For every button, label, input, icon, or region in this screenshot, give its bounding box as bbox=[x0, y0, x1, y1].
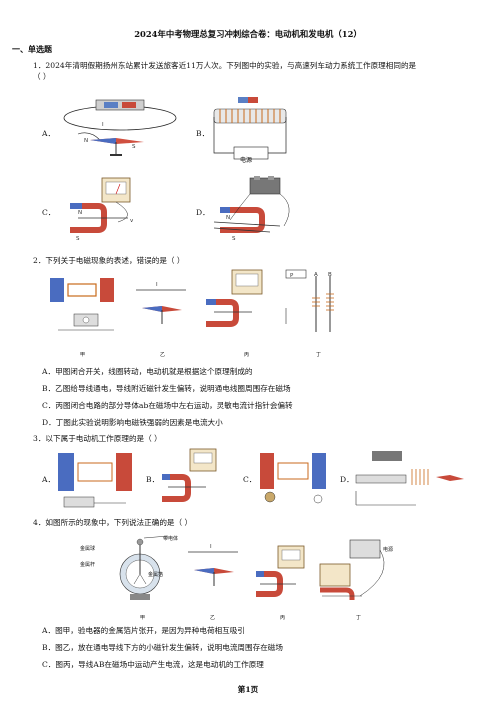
q2-option-a[interactable]: A．甲图闭合开关，线圈转动，电动机就是根据这个原理制成的 bbox=[42, 367, 253, 376]
q4-figures: I bbox=[119, 535, 385, 600]
q4-caption-yi: 乙 bbox=[210, 615, 216, 621]
q4-caption-jia: 甲 bbox=[140, 615, 146, 621]
q1-figure-c: N S v bbox=[70, 177, 134, 242]
q3-stem: 3．以下属于电动机工作原理的是（ ） bbox=[33, 434, 162, 443]
q2-caption-yi: 乙 bbox=[160, 352, 166, 358]
q3-option-b[interactable]: B． bbox=[146, 475, 160, 484]
q2-caption-ding: 丁 bbox=[316, 352, 322, 358]
q1-stem-line1: 1．2024年清明假期扬州东站累计发送旅客近11万人次。下列图中的实验，与高速列… bbox=[33, 61, 417, 70]
q4-caption-bing: 丙 bbox=[280, 615, 286, 621]
q4-label-foil: 金属箔 bbox=[148, 572, 164, 578]
svg-text:N: N bbox=[226, 215, 230, 221]
q4-label-rod: 金属杆 bbox=[80, 562, 96, 568]
svg-text:S: S bbox=[232, 236, 236, 242]
svg-text:A: A bbox=[314, 272, 318, 278]
q1-figure-a: I N S bbox=[63, 99, 177, 156]
q2-option-c[interactable]: C．丙图闭合电路的部分导体ab在磁场中左右运动，灵敏电流计指针会偏转 bbox=[42, 401, 293, 410]
q2-stem: 2．下列关于电磁现象的表述，错误的是（ ） bbox=[33, 256, 185, 265]
svg-text:N: N bbox=[84, 138, 88, 144]
page-title: 2024年中考物理总复习冲刺综合卷：电动机和发电机（12） bbox=[134, 29, 362, 39]
q1-option-c[interactable]: C． bbox=[42, 208, 56, 217]
q1-stem-line2: （ ） bbox=[33, 72, 51, 81]
q3-option-c[interactable]: C． bbox=[243, 475, 257, 484]
q2-caption-bing: 丙 bbox=[244, 352, 250, 358]
section-heading: 一、单选题 bbox=[12, 44, 52, 54]
q1-figure-d: N S bbox=[213, 176, 290, 242]
page-number: 第1页 bbox=[237, 685, 259, 694]
q2-option-d[interactable]: D．丁图此实验说明影响电磁铁强弱的因素是电流大小 bbox=[42, 418, 223, 427]
q4-label-charged: 带电体 bbox=[163, 536, 179, 542]
q4-caption-ding: 丁 bbox=[356, 615, 362, 621]
q1-option-a[interactable]: A． bbox=[42, 129, 56, 138]
q4-option-c[interactable]: C．图丙，导线AB在磁场中运动产生电流，这是电动机的工作原理 bbox=[42, 660, 264, 669]
q4-stem: 4．如图所示的现象中，下列说法正确的是（ ） bbox=[33, 518, 193, 527]
svg-text:P: P bbox=[290, 273, 294, 279]
q3-option-a[interactable]: A． bbox=[42, 475, 56, 484]
q1-figure-b bbox=[213, 97, 287, 160]
q2-option-b[interactable]: B．乙图给导线通电，导线附近磁针发生偏转，说明通电线圈周围存在磁场 bbox=[42, 384, 291, 393]
q4-option-b[interactable]: B．图乙，放在通电导线下方的小磁针发生偏转，说明电流周围存在磁场 bbox=[42, 643, 283, 652]
q4-option-a[interactable]: A．图甲，验电器的金属箔片张开，是因为异种电荷相互吸引 bbox=[42, 626, 245, 635]
svg-text:B: B bbox=[328, 272, 332, 278]
q4-label-power: 电源 bbox=[383, 547, 394, 553]
svg-text:I: I bbox=[102, 122, 104, 128]
q3-option-d[interactable]: D． bbox=[340, 475, 354, 484]
q3-figures bbox=[58, 448, 464, 508]
power-supply-label: 电源 bbox=[240, 157, 253, 164]
q2-caption-jia: 甲 bbox=[80, 352, 86, 358]
svg-text:I: I bbox=[210, 544, 212, 550]
q1-option-b[interactable]: B． bbox=[196, 129, 210, 138]
q4-label-ball: 金属球 bbox=[80, 546, 96, 552]
svg-text:I: I bbox=[156, 282, 158, 288]
svg-text:v: v bbox=[130, 218, 134, 224]
svg-text:N: N bbox=[78, 210, 82, 216]
q2-figures: I P A B bbox=[50, 269, 334, 332]
q1-stem: 1．2024年清明假期扬州东站累计发送旅客近11万人次。下列图中的实验，与高速列… bbox=[33, 60, 488, 82]
q1-option-d[interactable]: D． bbox=[196, 208, 210, 217]
svg-text:S: S bbox=[132, 144, 136, 150]
svg-text:S: S bbox=[76, 236, 80, 242]
